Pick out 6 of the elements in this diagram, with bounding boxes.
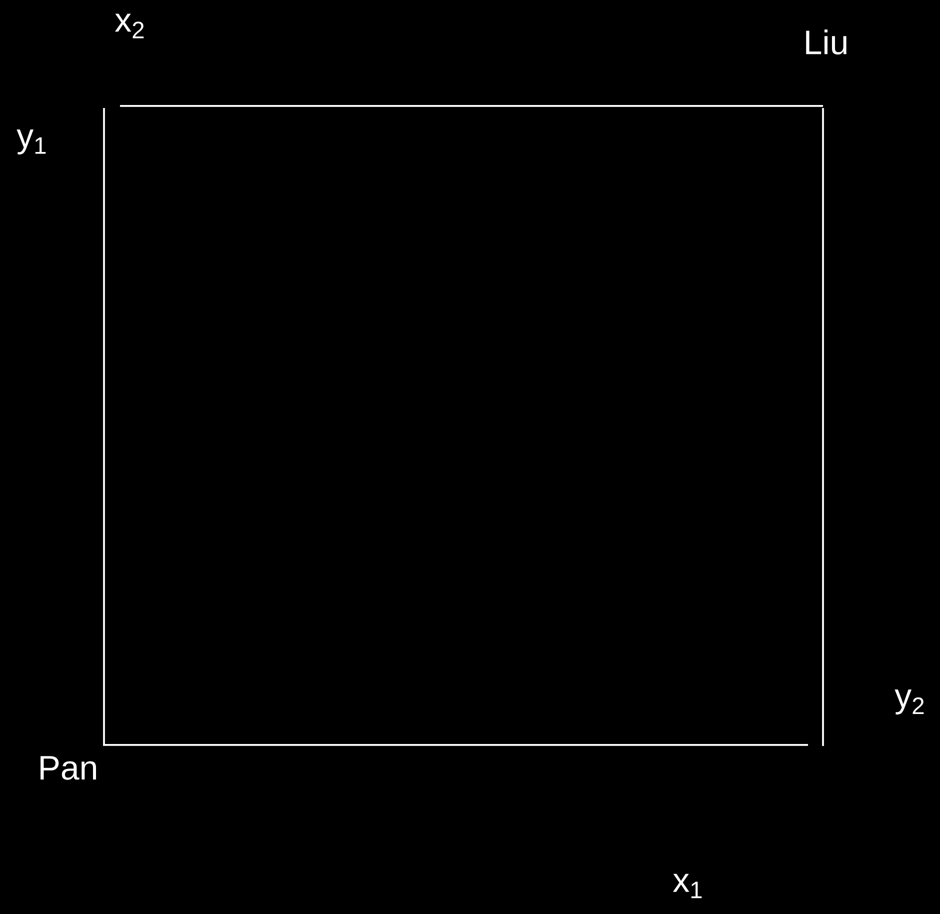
axis-label: Liu bbox=[806, 30, 846, 54]
axis-label: x$_{2}$ bbox=[114, 14, 144, 38]
axis-label: Pan bbox=[40, 756, 96, 780]
axis-label: y$_{2}$ bbox=[894, 690, 924, 714]
axis-label: x$_{1}$ bbox=[673, 874, 702, 898]
axis-label: y$_{1}$ bbox=[16, 130, 46, 154]
